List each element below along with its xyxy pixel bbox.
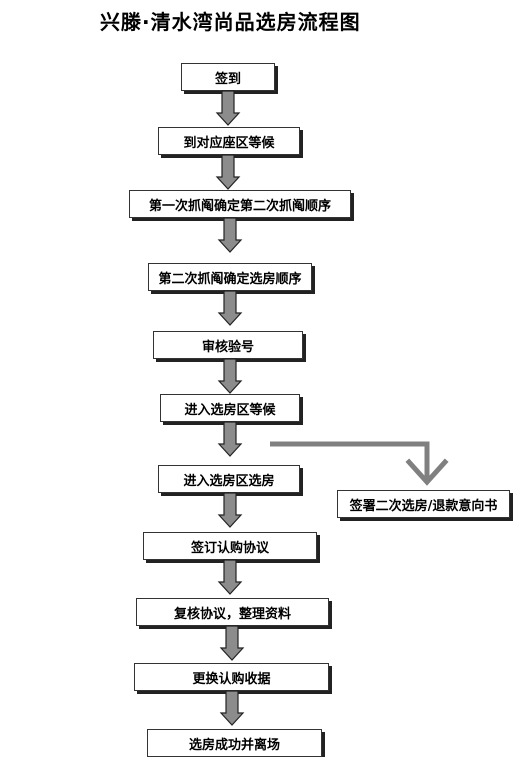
step-sign-in: 签到 [181,63,275,91]
arrow-8 [218,559,242,595]
step-sign-agreement: 签订认购协议 [143,532,317,560]
step-second-lottery: 第二次抓阄确定选房顺序 [148,263,312,291]
step-verify: 审核验号 [153,331,303,359]
arrow-1 [216,90,240,126]
arrow-7 [218,492,242,528]
step-leave: 选房成功并离场 [147,729,322,757]
page-title: 兴滕·清水湾尚品选房流程图 [100,10,361,34]
arrow-2 [216,154,240,190]
branch-box: 签署二次选房/退款意向书 [337,490,510,518]
step-review-docs: 复核协议，整理资料 [136,598,329,626]
step-select-room: 进入选房区选房 [158,465,300,493]
step-wait-selection: 进入选房区等候 [160,394,300,422]
step-first-lottery: 第一次抓阄确定第二次抓阄顺序 [129,190,351,218]
arrow-9 [220,625,244,661]
branch-arrow [270,441,449,486]
step-change-receipt: 更换认购收据 [134,663,329,691]
arrow-5 [218,358,242,394]
arrow-10 [220,690,244,726]
arrow-6 [218,421,242,457]
arrow-4 [218,290,242,326]
arrow-3 [218,217,242,253]
